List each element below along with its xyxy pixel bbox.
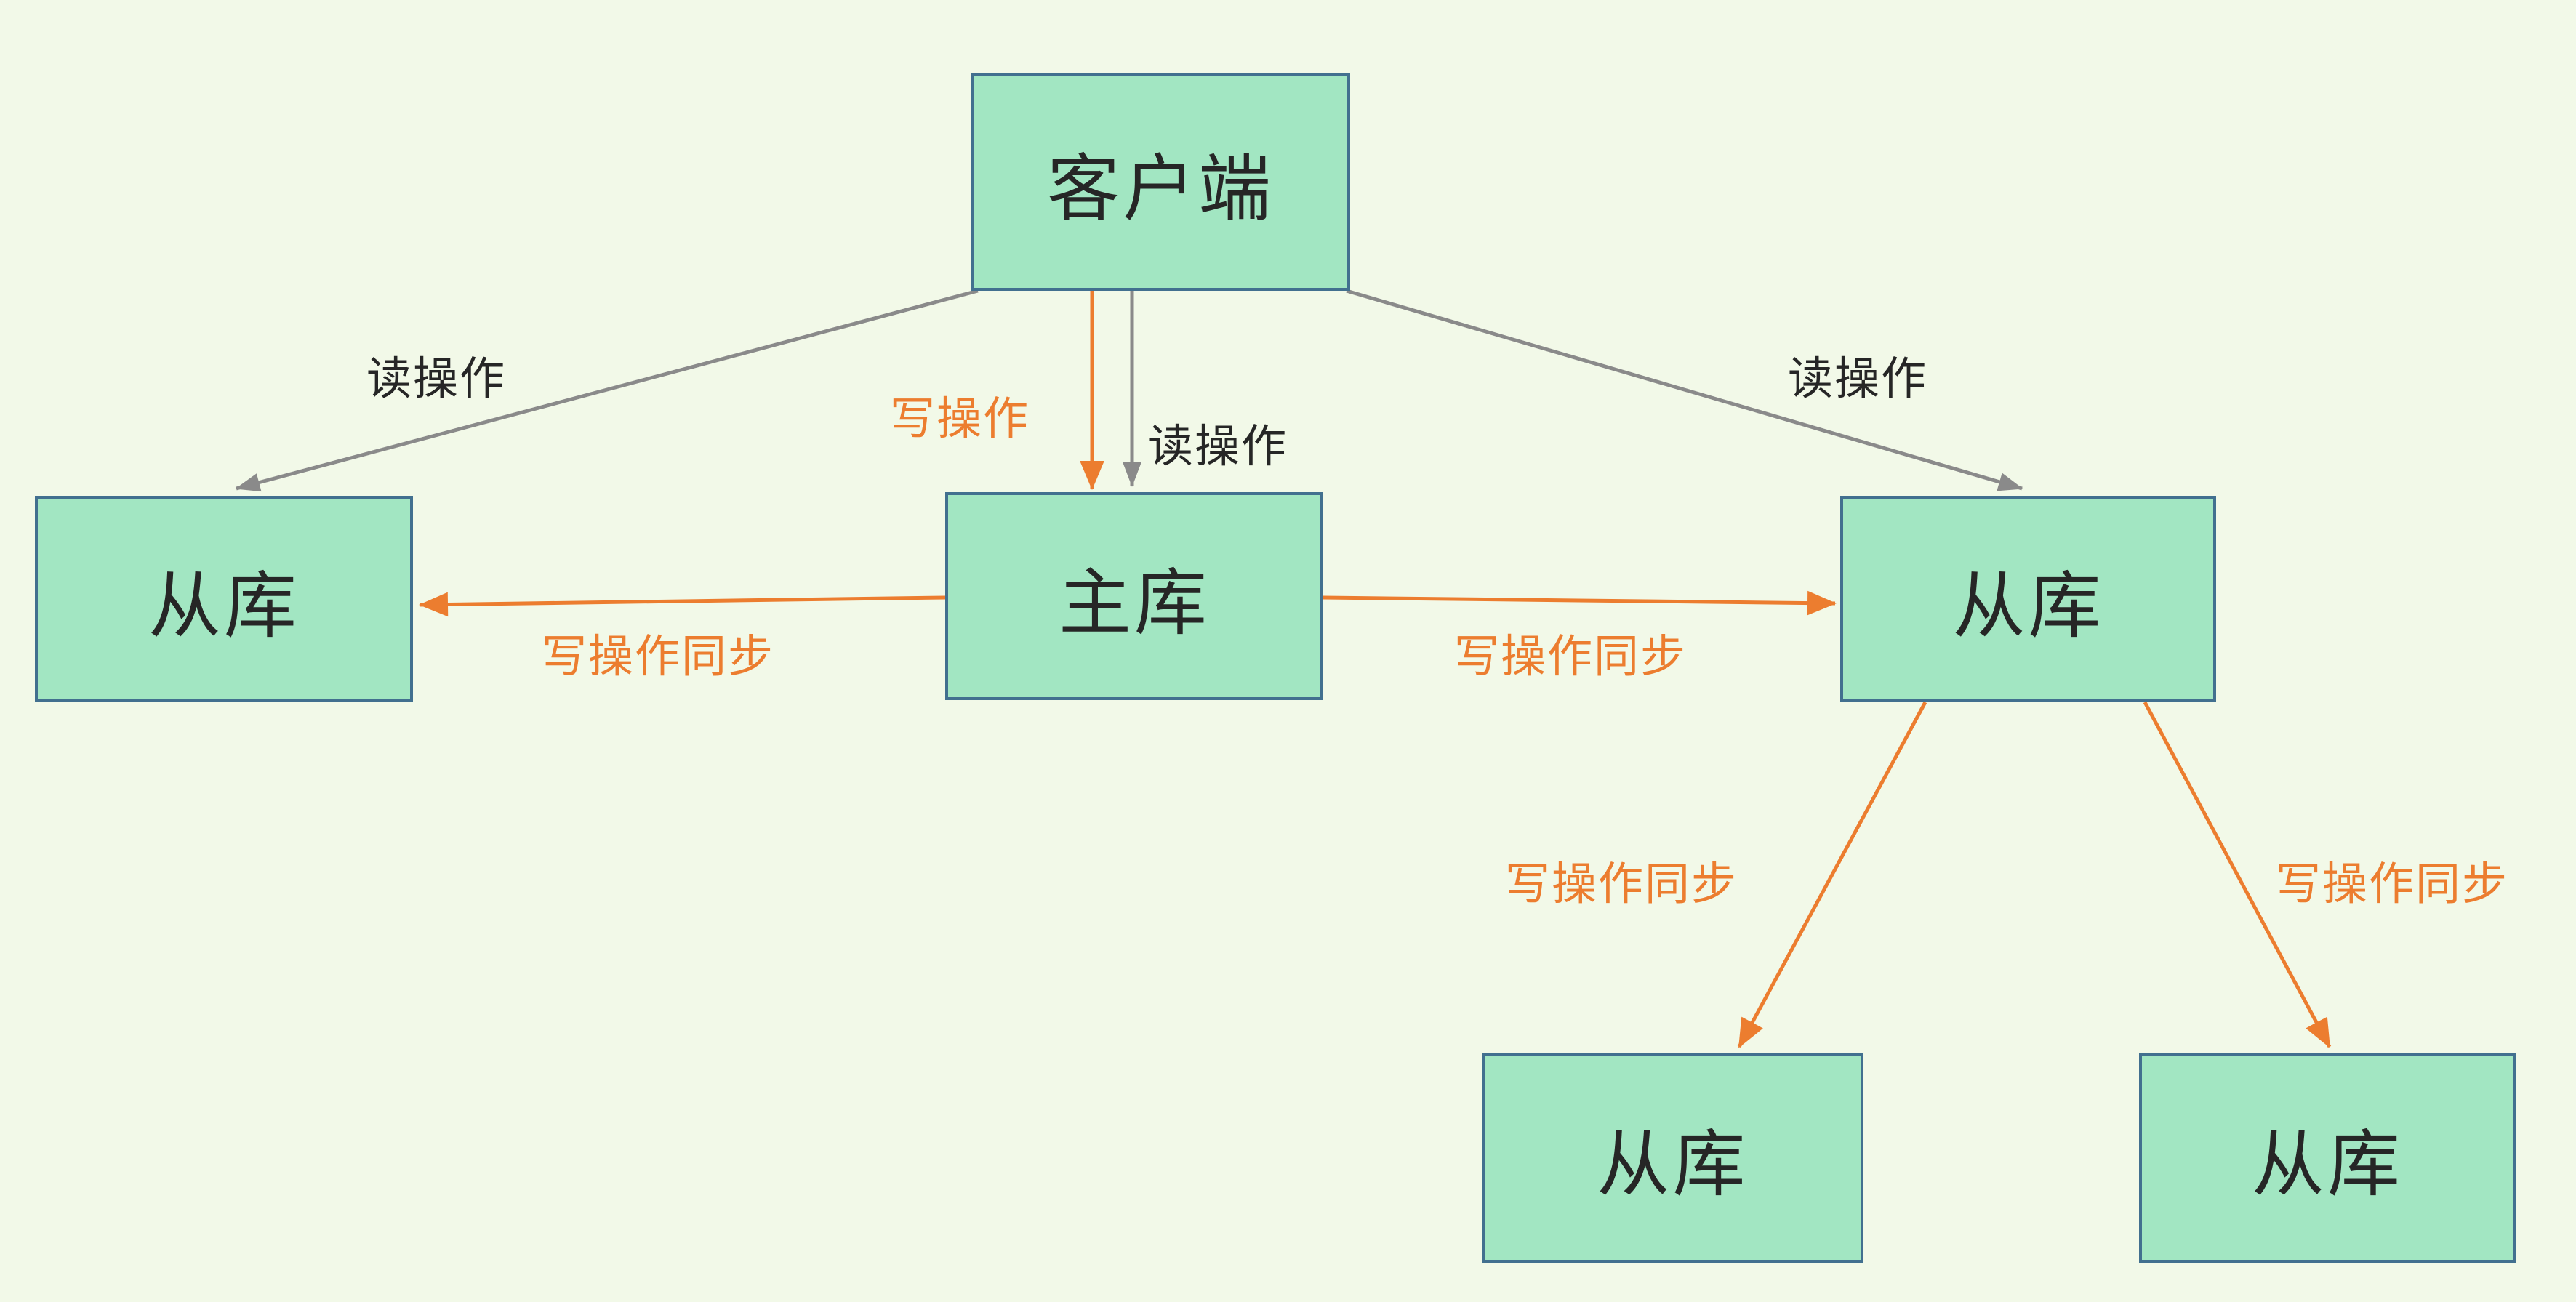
node-master-label: 主库 bbox=[1059, 562, 1210, 644]
arrow-sync-master-to-slave-right bbox=[1323, 590, 1837, 616]
arrow-read-client-to-slave-right bbox=[1346, 289, 2023, 491]
node-slave-bottom-left: 从库 bbox=[1482, 1053, 1863, 1263]
edge-label-read-mid: 读操作 bbox=[1147, 422, 1288, 472]
node-slave-bottom-left-label: 从库 bbox=[1597, 1124, 1749, 1205]
arrow-sync-slave-right-to-bottom-left bbox=[1737, 701, 1927, 1048]
node-slave-bottom-right-label: 从库 bbox=[2252, 1124, 2403, 1205]
edge-label-sync-left: 写操作同步 bbox=[541, 632, 775, 682]
arrow-sync-master-to-slave-left bbox=[419, 592, 946, 617]
edge-label-sync-bottom-right: 写操作同步 bbox=[2275, 859, 2509, 909]
node-slave-bottom-right: 从库 bbox=[2139, 1053, 2516, 1263]
arrow-read-client-to-slave-left bbox=[235, 289, 979, 492]
edge-label-sync-right: 写操作同步 bbox=[1453, 632, 1688, 682]
node-slave-left: 从库 bbox=[35, 496, 413, 702]
edge-label-write: 写操作 bbox=[889, 394, 1030, 444]
node-client-label: 客户端 bbox=[1047, 148, 1274, 230]
node-client: 客户端 bbox=[971, 73, 1350, 291]
edge-label-sync-bottom-left: 写操作同步 bbox=[1504, 859, 1738, 909]
edge-label-read-right: 读操作 bbox=[1787, 354, 1928, 404]
edge-label-read-left: 读操作 bbox=[366, 354, 507, 404]
node-slave-left-label: 从库 bbox=[148, 565, 300, 647]
arrow-sync-slave-right-to-bottom-right bbox=[2143, 701, 2332, 1048]
node-slave-right: 从库 bbox=[1840, 496, 2216, 702]
node-master: 主库 bbox=[945, 492, 1323, 700]
node-slave-right-label: 从库 bbox=[1952, 565, 2104, 647]
